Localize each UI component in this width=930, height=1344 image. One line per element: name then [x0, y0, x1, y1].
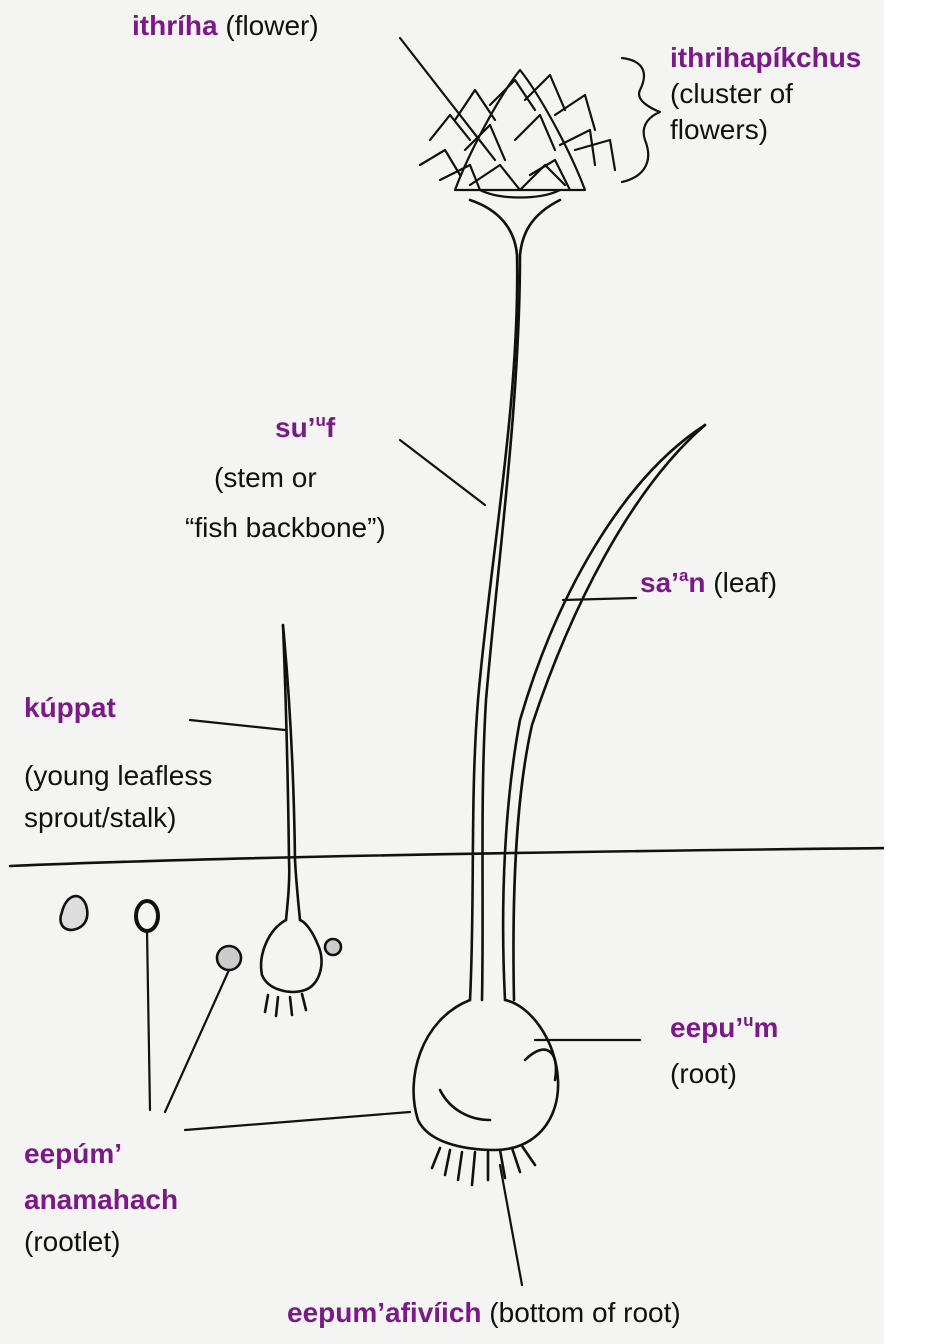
label-flower: ithríha (flower) — [132, 8, 319, 44]
leader-rootlet-main — [185, 1112, 410, 1130]
label-stem: su’uf — [275, 410, 335, 446]
gloss-stem-line2: “fish backbone”) — [185, 510, 386, 546]
term-bottom: eepum’afivíich — [287, 1297, 482, 1328]
roots-drawing — [432, 1146, 535, 1185]
label-leaf: sa’an (leaf) — [640, 565, 777, 601]
label-root: eepu’um (root) — [670, 1010, 778, 1092]
term-cluster: ithrihapíkchus — [670, 40, 861, 76]
term-leaf: sa’an — [640, 567, 706, 598]
gloss-stem-line1: (stem or — [214, 460, 317, 496]
stem-drawing — [470, 200, 517, 1000]
leader-cluster-brace — [622, 58, 660, 182]
gloss-sprout-line2: sprout/stalk) — [24, 800, 177, 836]
leaf-drawing — [503, 425, 705, 1000]
leader-rootlet-b — [165, 970, 229, 1112]
term-stem: su’uf — [275, 412, 335, 443]
leader-stem — [400, 440, 485, 505]
label-rootlet: eepúm’ anamahach (rootlet) — [24, 1136, 178, 1260]
ground-line — [10, 848, 900, 866]
term-rootlet-line1: eepúm’ — [24, 1136, 178, 1172]
bulb-drawing — [414, 1000, 559, 1150]
label-cluster: ithrihapíkchus (cluster of flowers) — [670, 40, 861, 148]
leader-leaf — [563, 598, 636, 600]
gloss-root: (root) — [670, 1056, 778, 1092]
gloss-sprout-line1: (young leafless — [24, 758, 212, 794]
flower-cluster-drawing — [420, 70, 615, 198]
gloss-flower: (flower) — [225, 10, 318, 41]
gloss-cluster-line1: (cluster of — [670, 76, 861, 112]
leader-rootlet-a — [147, 930, 150, 1110]
term-sprout: kúppat — [24, 690, 116, 726]
term-rootlet-line2: anamahach — [24, 1182, 178, 1218]
term-root: eepu’um — [670, 1010, 778, 1046]
label-bottom: eepum’afivíich (bottom of root) — [287, 1295, 681, 1331]
leader-bottom — [500, 1165, 522, 1285]
gloss-cluster-line2: flowers) — [670, 112, 861, 148]
term-flower: ithríha — [132, 10, 218, 41]
leader-sprout — [190, 720, 285, 730]
gloss-leaf: (leaf) — [713, 567, 777, 598]
gloss-bottom: (bottom of root) — [489, 1297, 680, 1328]
gloss-rootlet: (rootlet) — [24, 1224, 178, 1260]
